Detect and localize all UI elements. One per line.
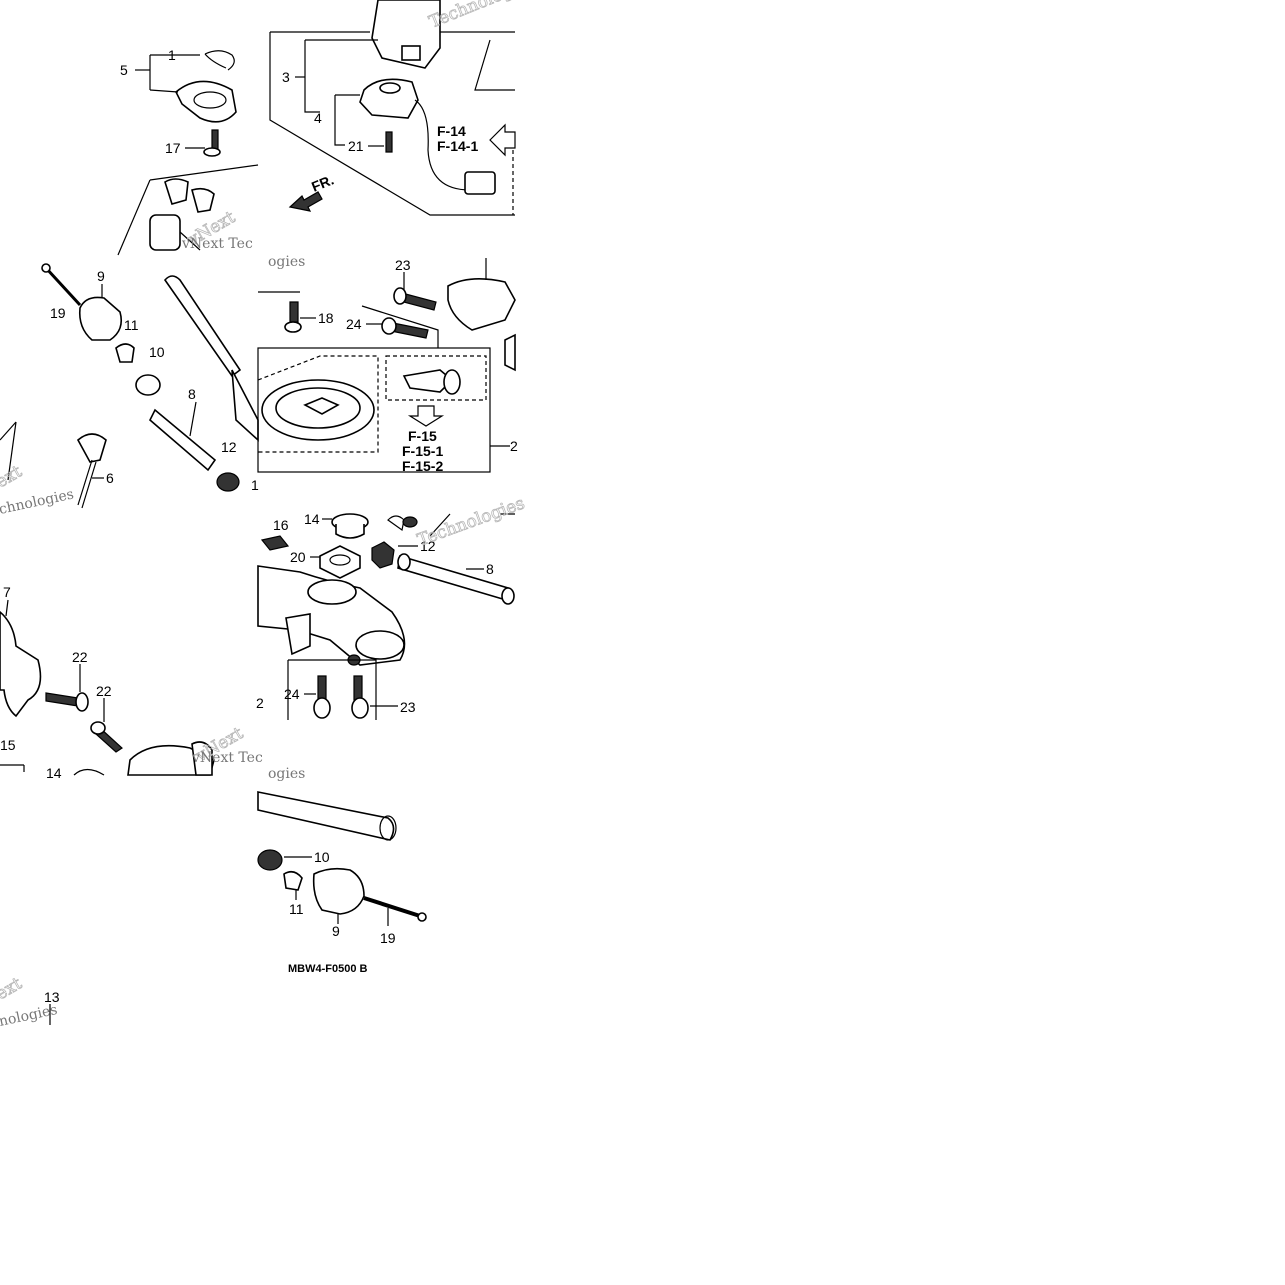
ref-f15-1: F-15-1: [402, 443, 443, 459]
callout-1: 1: [168, 47, 176, 63]
callout-7: 7: [3, 584, 11, 600]
callout-8: 8: [188, 386, 196, 402]
callout-14: 14: [46, 765, 62, 781]
ref-f15: F-15: [408, 428, 437, 444]
handlebar-tube: [163, 275, 242, 378]
callout-18: 18: [318, 310, 334, 326]
callout-24: 24: [346, 316, 362, 332]
connector-plug: [464, 171, 496, 195]
part-9-weight-b: [312, 867, 365, 915]
part-20-nut: [319, 545, 361, 579]
callout-22b: 22: [96, 683, 112, 699]
part-19-bolt: [44, 266, 82, 307]
part-11-collar: [115, 343, 135, 363]
callout-2a: 2: [510, 438, 518, 454]
part-1-clip: [204, 50, 235, 71]
part-6-key: [76, 433, 107, 463]
part-switch-upper: [371, 0, 441, 69]
watermark-7: Technologies: [415, 493, 528, 550]
callout-19: 19: [50, 305, 66, 321]
panel-top-bridge: 16 14 20 12 8 24 23 2: [256, 511, 515, 720]
panel-ignition-cover: 1 5 17: [117, 47, 259, 256]
callout-16: 16: [273, 517, 289, 533]
panel-right-handlebar-end: 10 11 9 19 MBW4-F0500 B: [257, 791, 427, 975]
callout-11: 11: [124, 317, 139, 333]
part-4-switch: [359, 78, 419, 119]
watermark-12: nologies: [0, 1002, 59, 1030]
part-11-collar-b: [283, 870, 303, 891]
callout-6: 6: [106, 470, 114, 486]
panel-left-holder: 7 22 22 15 14 13: [0, 584, 215, 1025]
fuel-cap-box: [257, 355, 379, 453]
callout-11b: 11: [289, 901, 304, 917]
ref-f14: F-14: [437, 123, 466, 139]
callout-12: 12: [221, 439, 237, 455]
callout-24b: 24: [284, 686, 300, 702]
watermarks: Technologies vNext vNext Tec ogies ext c…: [0, 0, 539, 1030]
part-21-screw: [385, 131, 393, 153]
callout-13: 13: [44, 989, 60, 1005]
part-9-weight: [78, 296, 123, 341]
panel-left-handlebar: 19 9 11 10 8 12 1 6: [0, 263, 259, 509]
callout-4: 4: [314, 110, 322, 126]
callout-23: 23: [395, 257, 411, 273]
handlebar-tube-b: [257, 791, 395, 841]
callout-9b: 9: [332, 923, 340, 939]
callout-23b: 23: [400, 699, 416, 715]
part-8-inner-weight: [149, 408, 217, 472]
forward-label: FR.: [309, 171, 336, 194]
watermark-9: vNext Tec: [191, 750, 263, 766]
ref-f15-2: F-15-2: [402, 458, 443, 474]
watermark-11: ext: [0, 974, 26, 1005]
handlebar-clamp-right: [447, 278, 516, 331]
callout-8b: 8: [486, 561, 494, 577]
watermark-10: ogies: [268, 766, 305, 782]
callout-12b: 12: [420, 538, 436, 554]
watermark-4: ogies: [268, 254, 305, 270]
part-key-pair: [164, 178, 189, 205]
callout-10: 10: [149, 344, 165, 360]
part-12-nut: [216, 472, 240, 492]
callout-15: 15: [0, 737, 16, 753]
watermark-3: vNext Tec: [181, 236, 253, 252]
panel-ignition-switch: 3 4 21 F-14 F-14-1 FR.: [269, 0, 516, 216]
callout-9: 9: [97, 268, 105, 284]
callout-22a: 22: [72, 649, 88, 665]
panel-fuel-cap: 18 23 24 F-15 F-15-1 F-15-2 2: [257, 257, 518, 474]
diagram-code: MBW4-F0500 B: [288, 963, 368, 975]
reference-arrow-down: [407, 405, 445, 427]
callout-1b: 1: [251, 477, 259, 493]
part-23-bolt-b: [353, 675, 363, 701]
part-16-plate: [260, 535, 290, 551]
forward-arrow: [288, 191, 323, 212]
watermark-5: ext: [0, 462, 26, 493]
part-5-cover: [175, 80, 237, 123]
callout-2b: 2: [256, 695, 264, 711]
callout-5: 5: [120, 62, 128, 78]
callout-19b: 19: [380, 930, 396, 946]
part-10-rubber: [135, 374, 161, 396]
callout-3: 3: [282, 69, 290, 85]
part-17-screw: [211, 129, 219, 151]
watermark-6: chnologies: [0, 486, 75, 517]
part-18-bolt: [289, 301, 299, 323]
part-19-bolt-b: [363, 896, 421, 918]
watermark-1: Technologies: [426, 0, 538, 33]
callout-17: 17: [165, 140, 181, 156]
callout-21: 21: [348, 138, 364, 154]
callout-20: 20: [290, 549, 306, 565]
callout-10b: 10: [314, 849, 330, 865]
reference-arrow-left: [489, 123, 516, 157]
part-7-holder: [0, 610, 42, 718]
part-12-nut-b: [371, 541, 395, 569]
callout-14b: 14: [304, 511, 320, 527]
part-22-bolt-a: [45, 692, 79, 707]
ref-f14-1: F-14-1: [437, 138, 478, 154]
part-10-rubber-b: [257, 849, 283, 871]
